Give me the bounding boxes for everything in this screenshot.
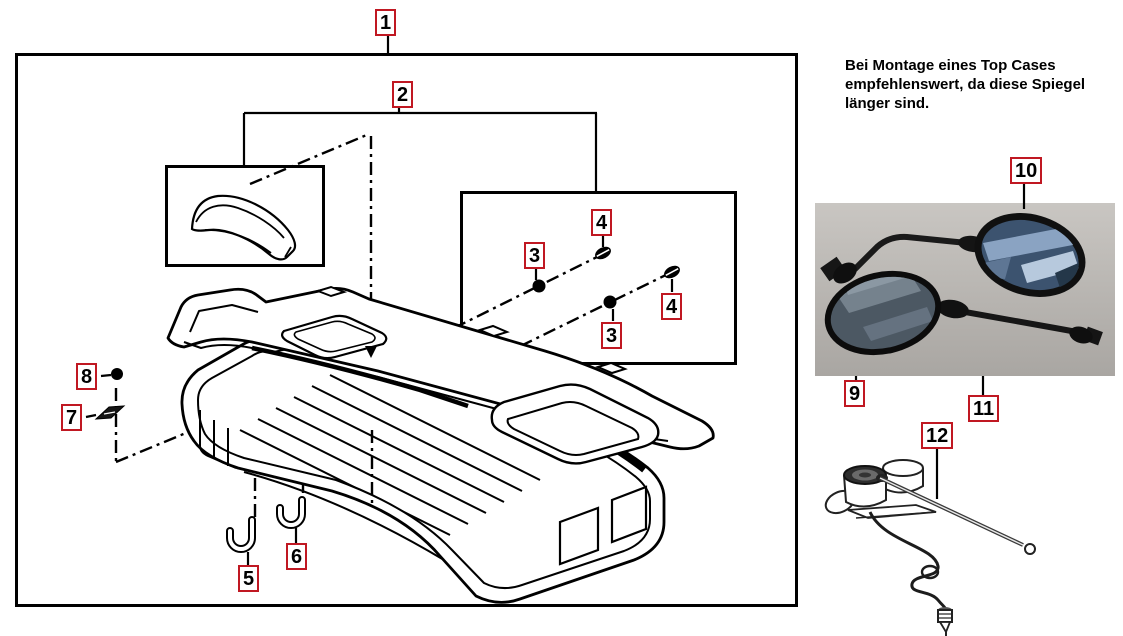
callout-12-label: 12 — [926, 424, 949, 447]
left-mirror — [824, 270, 1103, 356]
callout-11[interactable]: 11 — [968, 395, 1000, 422]
callout-7-label: 7 — [66, 406, 78, 429]
callout-2[interactable]: 2 — [392, 81, 414, 108]
callout-3a[interactable]: 3 — [524, 242, 546, 269]
callout-4a[interactable]: 4 — [591, 209, 613, 236]
top-case-note: Bei Montage eines Top Cases empfehlenswe… — [845, 56, 1123, 113]
mirrors-photo-art — [820, 213, 1103, 356]
backrest-pad-drawing — [190, 194, 297, 261]
callout-3b-label: 3 — [606, 324, 618, 347]
callout-4a-label: 4 — [596, 211, 608, 234]
tray-ribs — [239, 374, 541, 536]
callout-7[interactable]: 7 — [61, 404, 83, 431]
diagram-frame — [15, 53, 798, 607]
mirrors-photo — [815, 203, 1115, 376]
note-line-2: empfehlenswert, da diese Spiegel — [845, 76, 1086, 93]
callout-5[interactable]: 5 — [238, 565, 260, 592]
backrest-pad-inset-box — [165, 165, 325, 267]
callout-10-label: 10 — [1015, 159, 1038, 182]
callout-3b[interactable]: 3 — [601, 322, 623, 349]
callout-8[interactable]: 8 — [76, 363, 98, 390]
hook-drawings — [226, 496, 306, 553]
callout-1[interactable]: 1 — [375, 9, 397, 36]
note-line-1: Bei Montage eines Top Cases — [845, 57, 1056, 74]
callout-6[interactable]: 6 — [286, 543, 308, 570]
mounting-hardware — [94, 246, 680, 420]
callout-12[interactable]: 12 — [921, 422, 954, 449]
callout-4b-label: 4 — [666, 295, 678, 318]
callout-9[interactable]: 9 — [844, 380, 866, 407]
right-mirror — [820, 213, 1086, 297]
callout-3a-label: 3 — [529, 244, 541, 267]
mounting-hardware-box — [460, 191, 737, 365]
callout-1-label: 1 — [380, 11, 392, 34]
callout-4b[interactable]: 4 — [661, 293, 683, 320]
callout-9-label: 9 — [849, 382, 861, 405]
bolt-8 — [111, 368, 123, 380]
callout-5-label: 5 — [243, 567, 255, 590]
callout-11-label: 11 — [973, 397, 995, 420]
luggage-rack-drawing — [166, 285, 715, 604]
callout-6-label: 6 — [291, 545, 303, 568]
callout-10[interactable]: 10 — [1010, 157, 1043, 184]
callout-2-label: 2 — [397, 83, 409, 106]
leader-lines — [85, 33, 1026, 565]
power-socket-drawing — [824, 459, 1036, 636]
note-line-3: länger sind. — [845, 95, 930, 112]
callout-8-label: 8 — [81, 365, 93, 388]
